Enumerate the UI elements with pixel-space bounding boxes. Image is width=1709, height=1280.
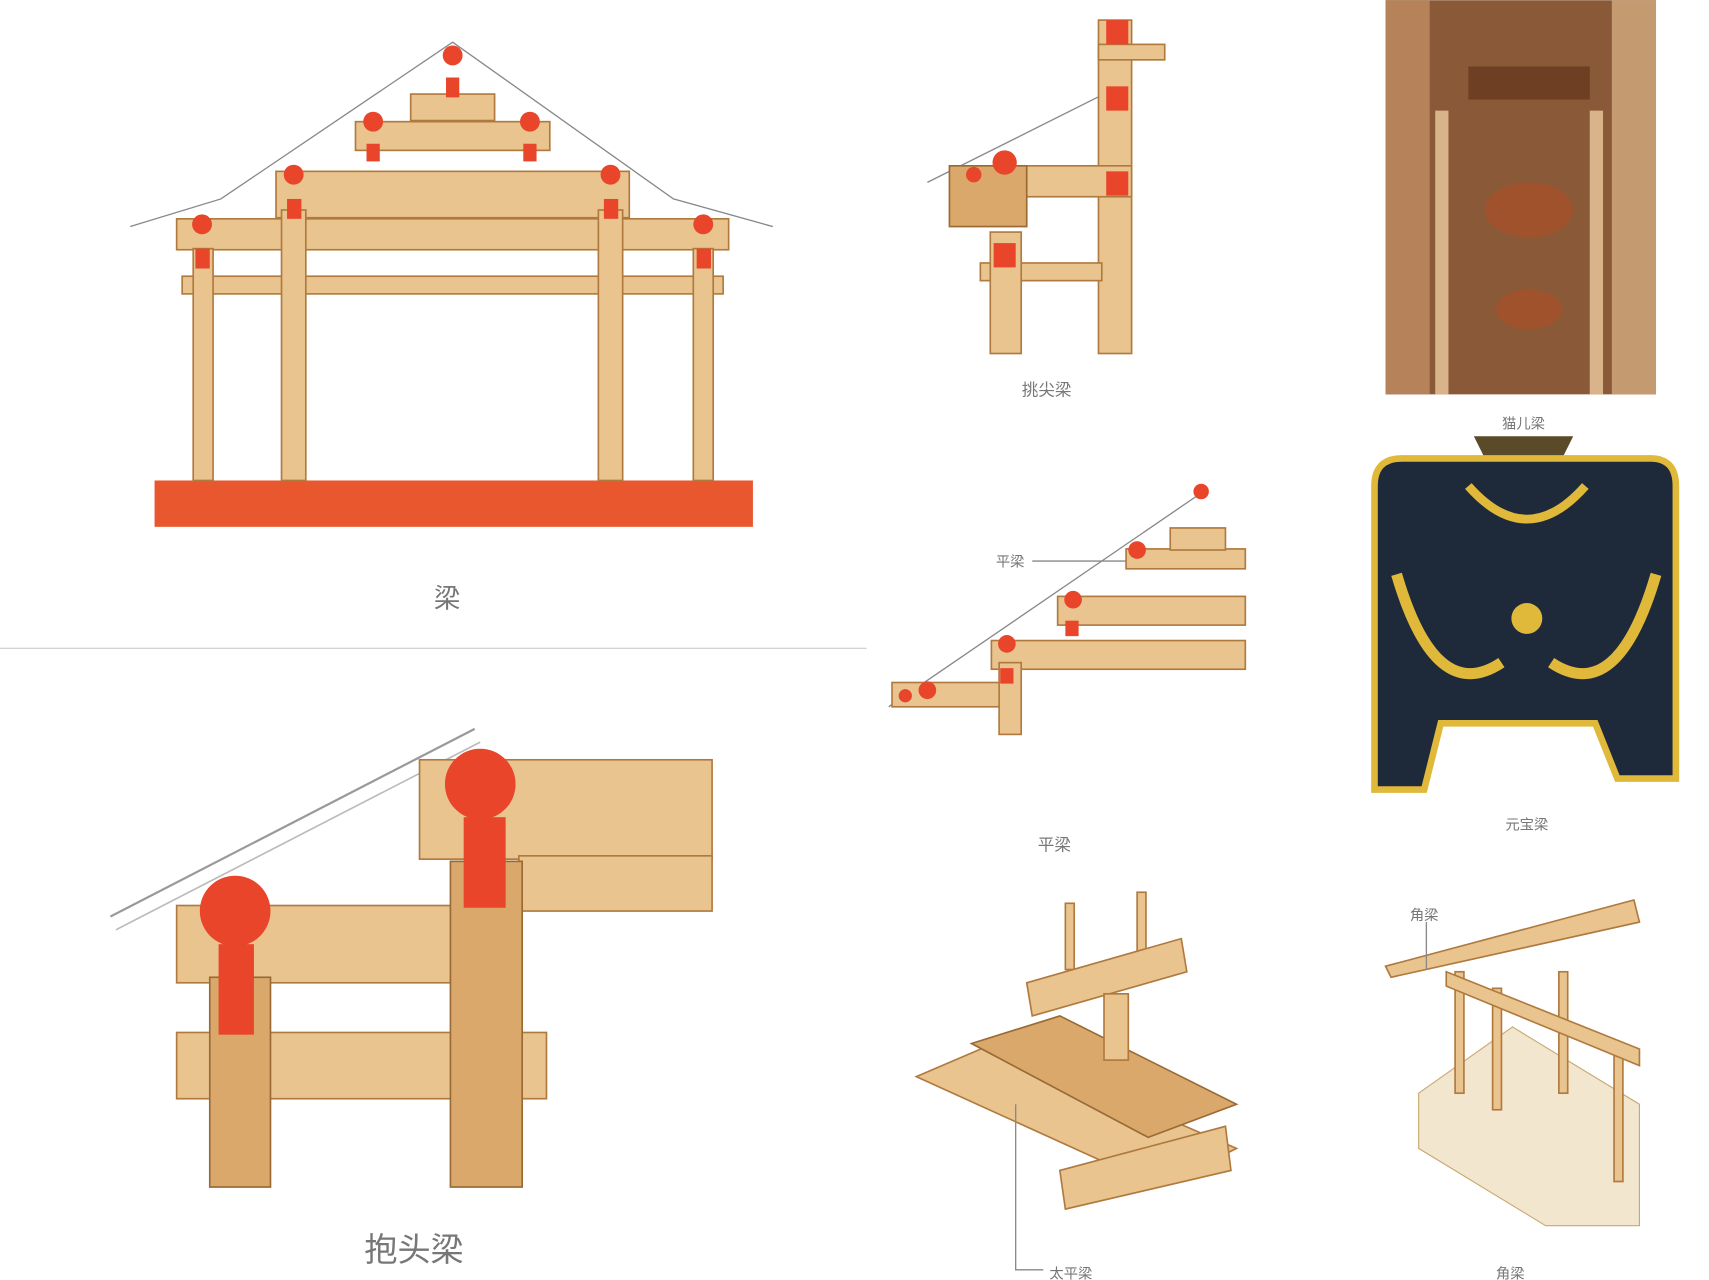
- label-jiao-liang-pointer: 角梁: [1410, 907, 1439, 924]
- taiping-liang-drawing: [914, 891, 1239, 1271]
- liang-section-drawing: [130, 41, 773, 527]
- ping-liang-drawing: [888, 483, 1247, 736]
- label-liang: 梁: [434, 583, 461, 614]
- label-baotou-liang: 抱头梁: [364, 1230, 463, 1269]
- jiao-liang-drawing: [1384, 898, 1641, 1227]
- yuanbao-liang-carving: [1371, 436, 1680, 793]
- label-tiaojian-liang: 挑尖梁: [1022, 380, 1072, 399]
- baotou-liang-drawing: [109, 727, 713, 1188]
- tiaojian-liang-drawing: [927, 19, 1166, 355]
- maoer-liang-photo: [1385, 0, 1657, 395]
- label-ping-liang: 平梁: [1038, 835, 1071, 854]
- platform-base: [154, 480, 753, 527]
- label-maoer-liang: 猫儿梁: [1502, 416, 1545, 433]
- label-jiao-liang: 角梁: [1496, 1266, 1525, 1280]
- label-yuanbao-liang: 元宝梁: [1505, 816, 1548, 833]
- label-taiping-liang: 太平梁: [1049, 1266, 1092, 1280]
- roof-line: [130, 41, 773, 228]
- label-ping-liang-pointer: 平梁: [996, 554, 1025, 571]
